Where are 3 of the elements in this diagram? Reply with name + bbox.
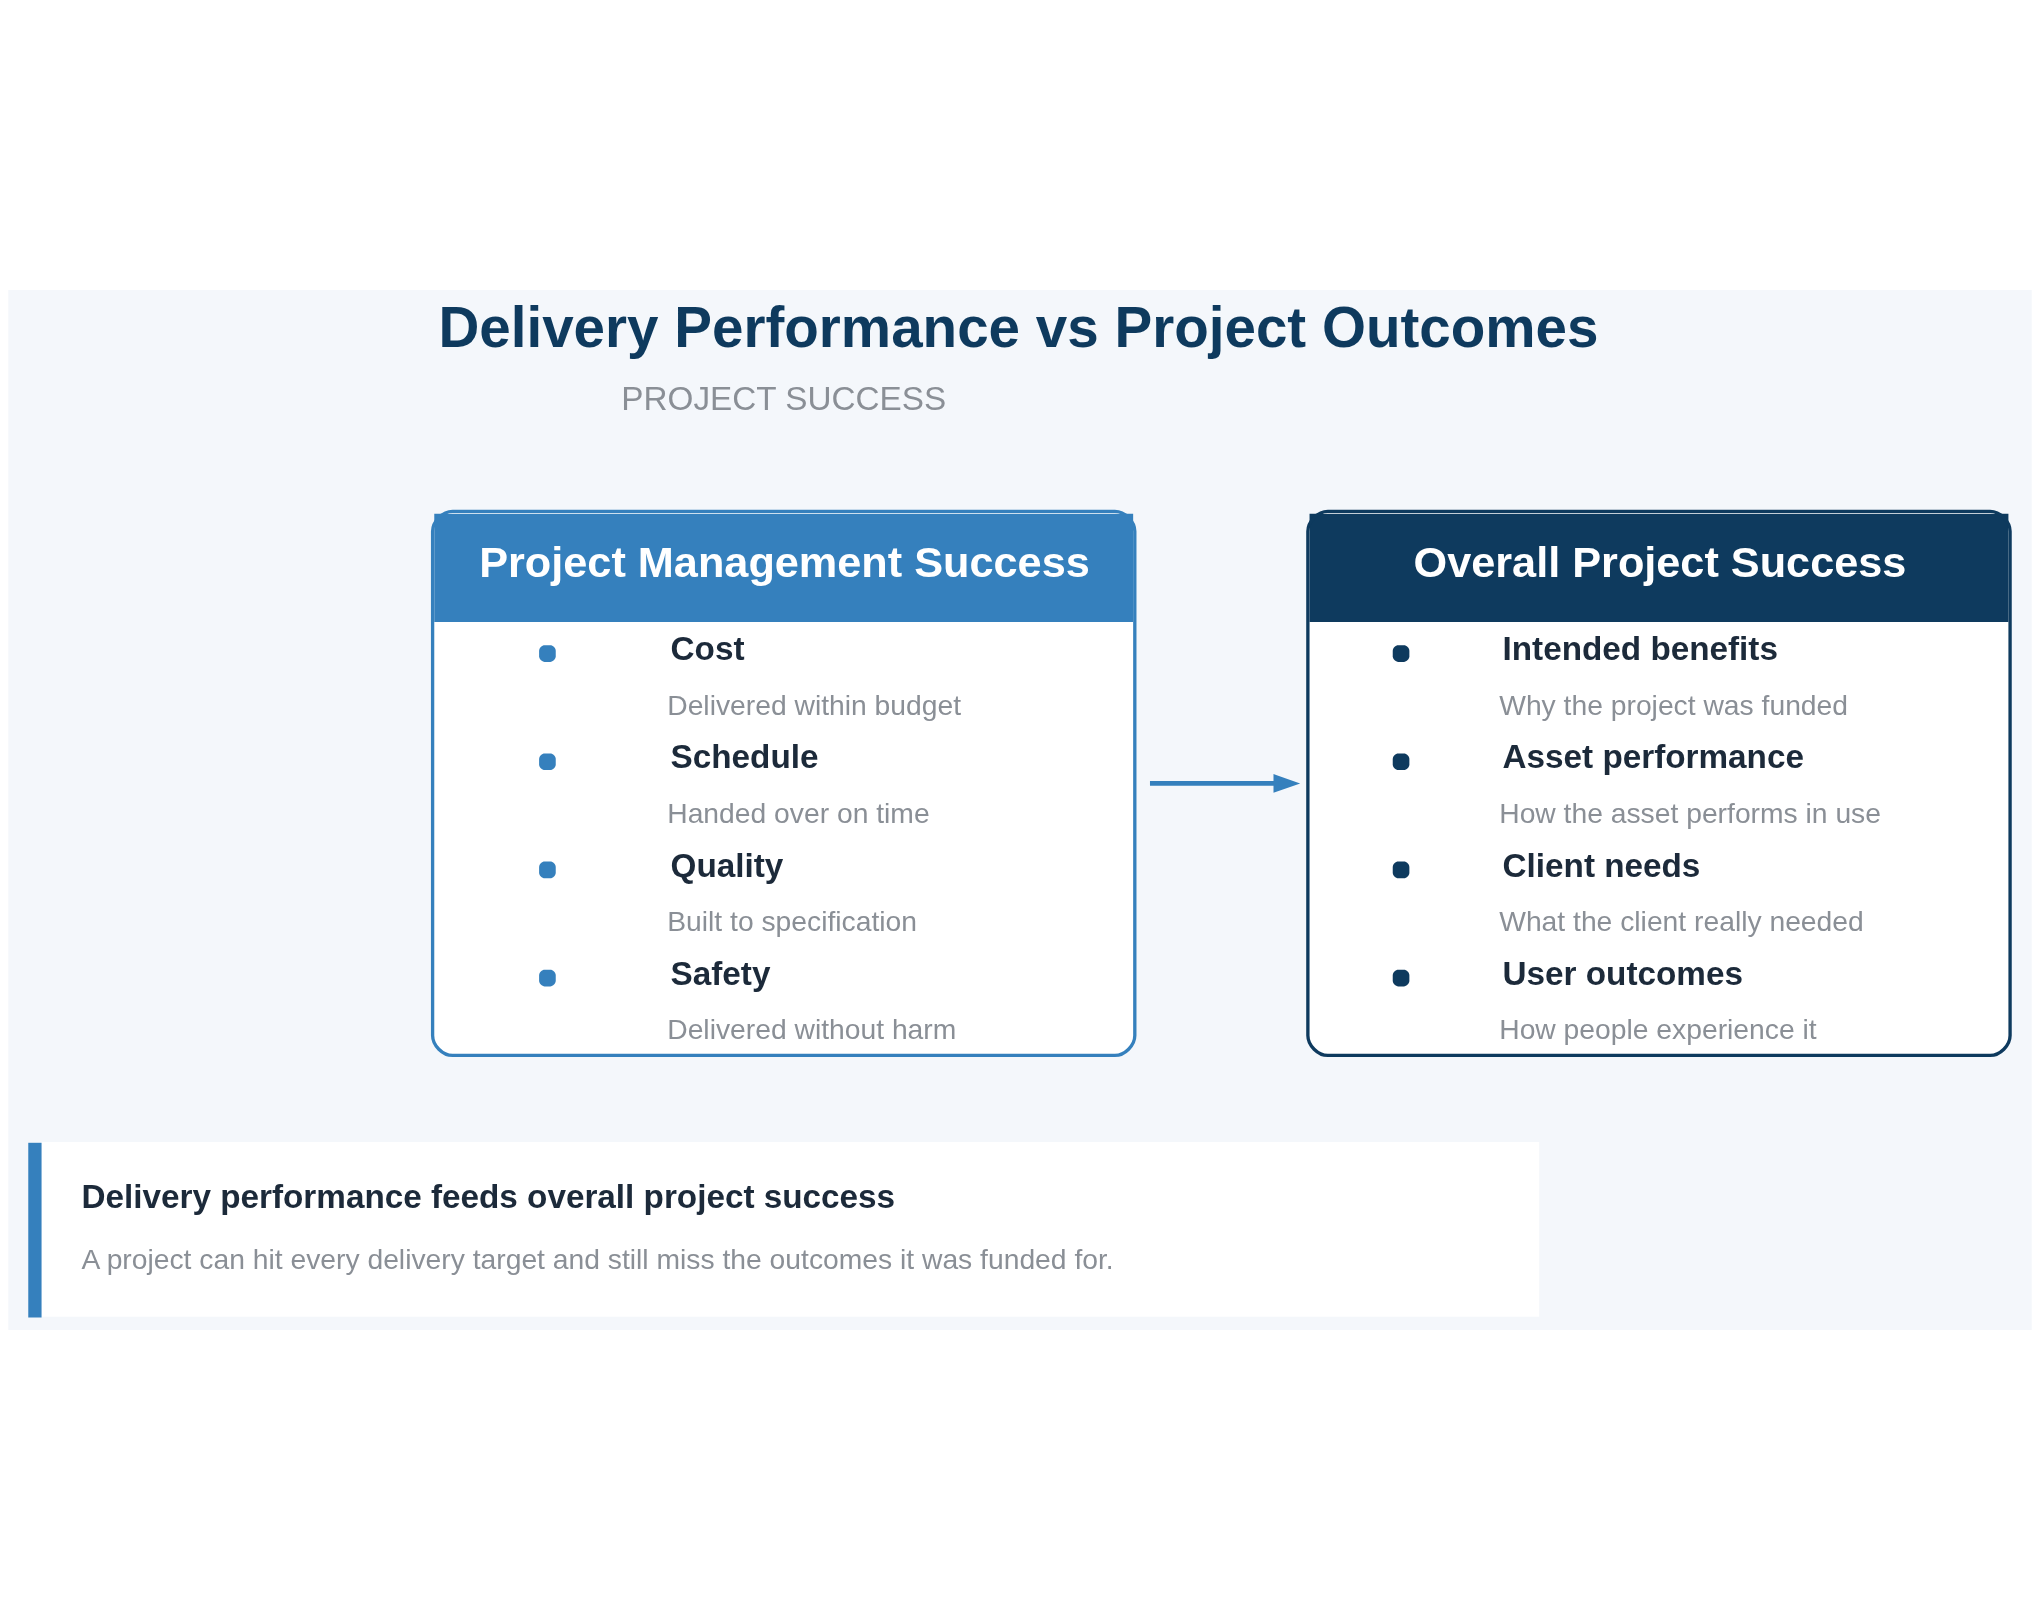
arrow [1150, 774, 1301, 793]
diagram-title: Delivery Performance vs Project Outcomes [438, 295, 1599, 359]
label: PROJECT SUCCESS [621, 379, 947, 417]
